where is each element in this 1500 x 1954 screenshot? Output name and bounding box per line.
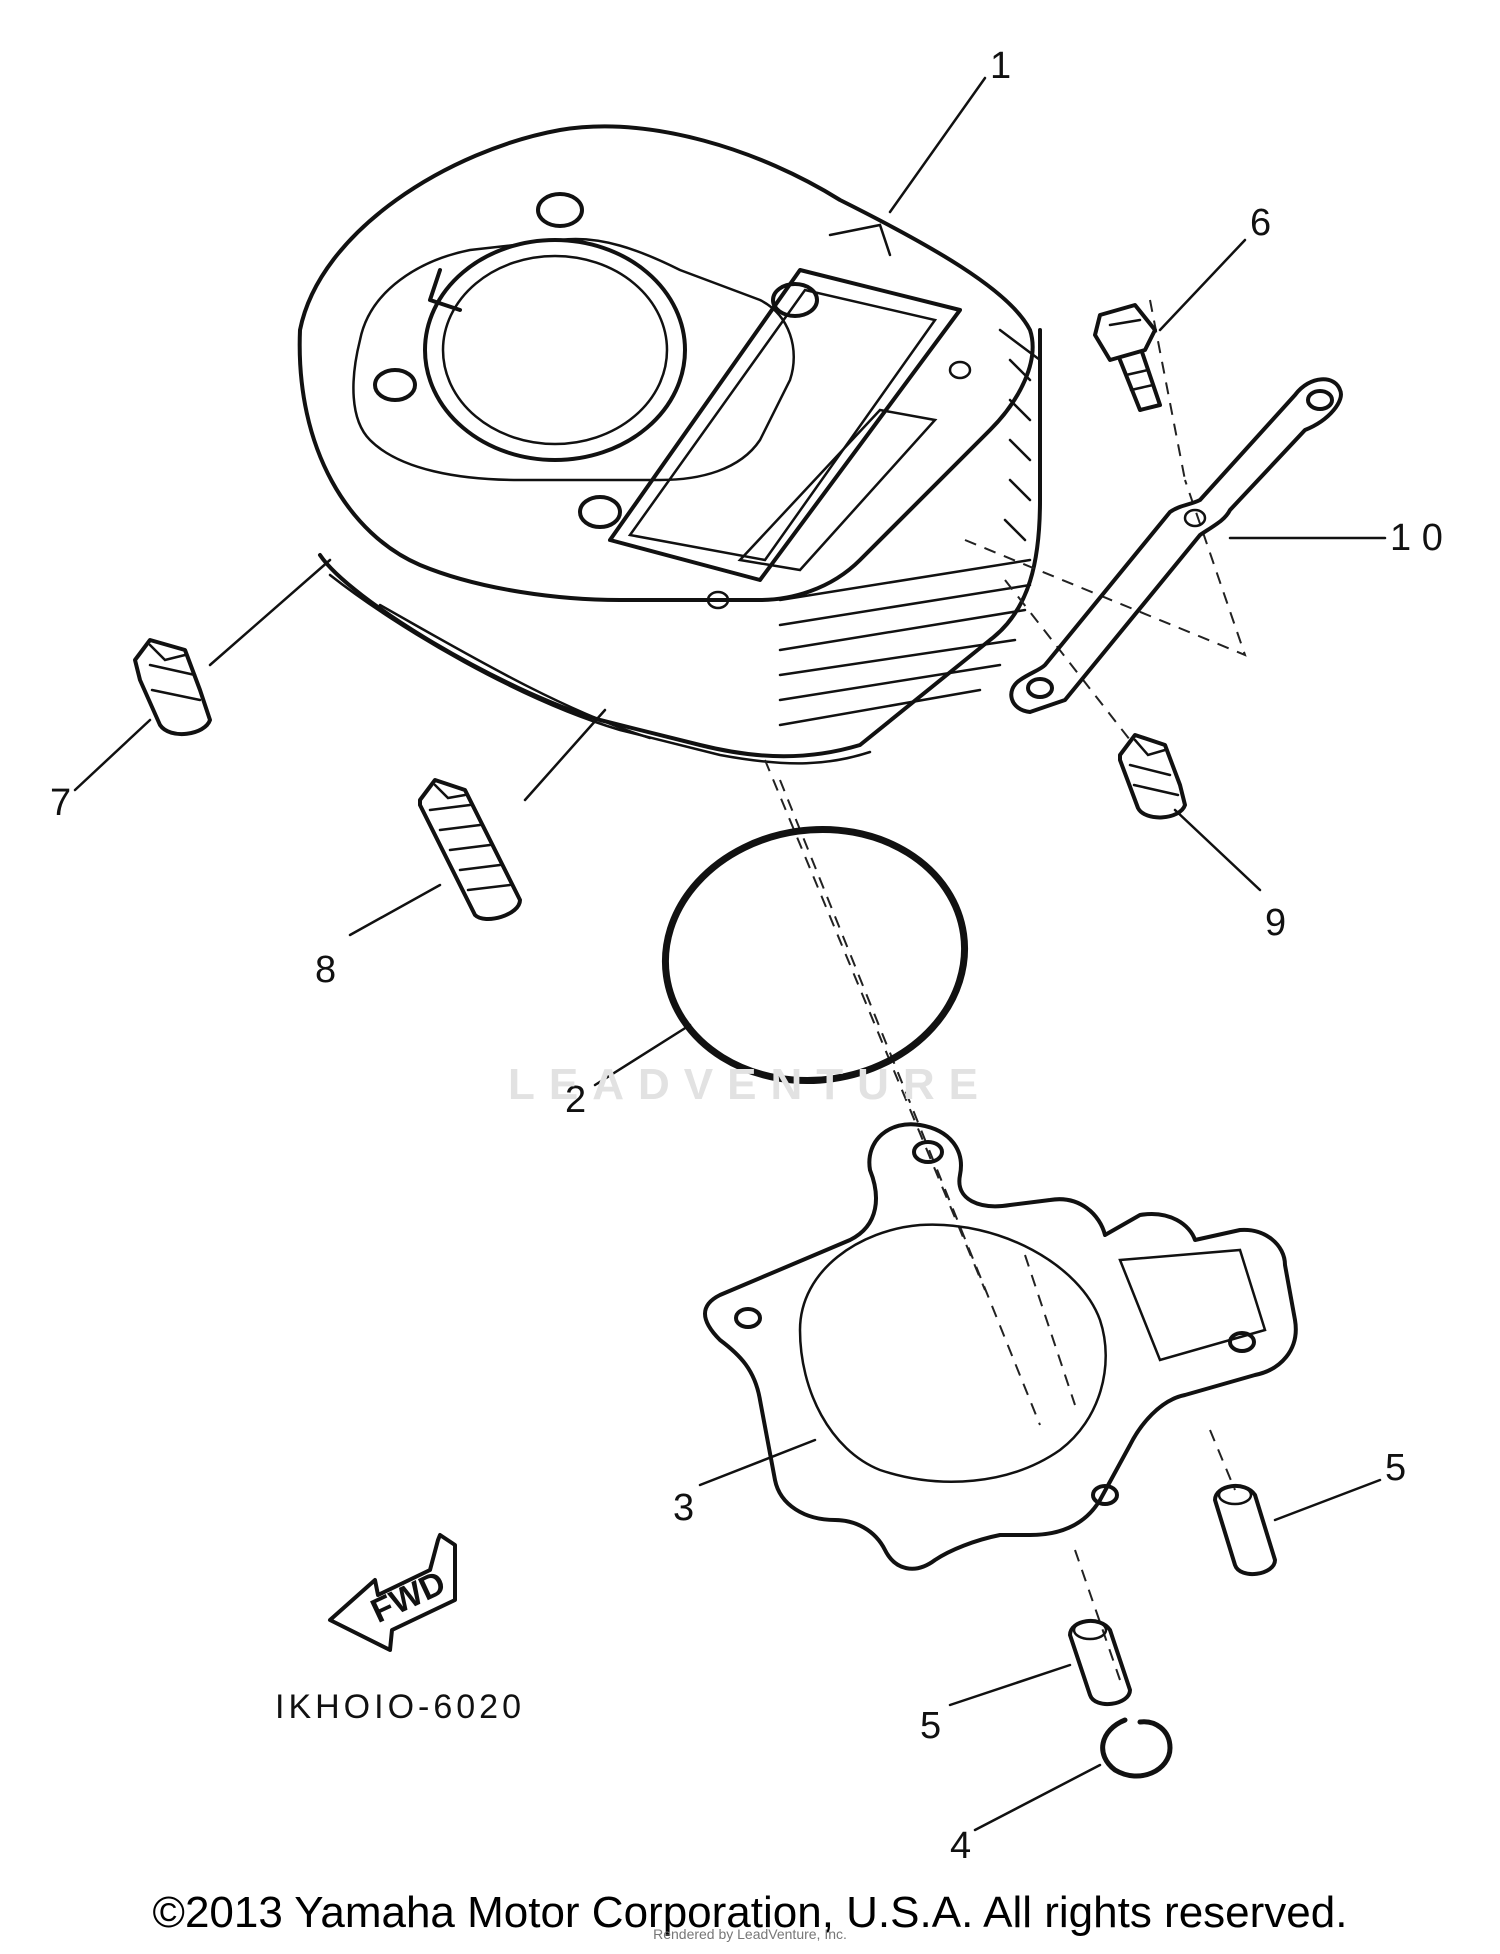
cylinder-block[interactable] [297,124,1042,765]
callout-6: 6 [1250,202,1271,244]
callout-7: 7 [50,782,71,824]
callout-5-lower: 5 [920,1705,941,1747]
fwd-arrow-icon: FWD [328,1533,457,1652]
callout-4: 4 [950,1825,971,1867]
dowel-pin-7[interactable] [133,638,212,737]
callout-1: 1 [990,45,1011,87]
circlip[interactable] [1100,1717,1173,1779]
callout-9: 9 [1265,902,1286,944]
callout-5-upper: 5 [1385,1447,1406,1489]
watermark: LEADVENTURE [507,1060,993,1109]
callout-10: 1 0 [1390,517,1443,559]
stud-8[interactable] [418,778,522,921]
dowel-pin-5-lower[interactable] [1068,1619,1132,1707]
bolt[interactable] [1093,303,1162,412]
callout-3: 3 [673,1487,694,1529]
callout-2: 2 [565,1079,586,1121]
diagram-code: IKHOIO-6020 [275,1688,525,1726]
dowel-pin-5-upper[interactable] [1213,1484,1277,1577]
copyright-notice: ©2013 Yamaha Motor Corporation, U.S.A. A… [152,1888,1348,1937]
bracket-plate[interactable] [1009,377,1343,714]
rendered-by-notice: Rendered by LeadVenture, Inc. [653,1926,847,1942]
dowel-pin-9[interactable] [1118,733,1187,820]
base-gasket[interactable] [703,1122,1298,1571]
o-ring[interactable] [649,810,981,1099]
callout-8: 8 [315,949,336,991]
